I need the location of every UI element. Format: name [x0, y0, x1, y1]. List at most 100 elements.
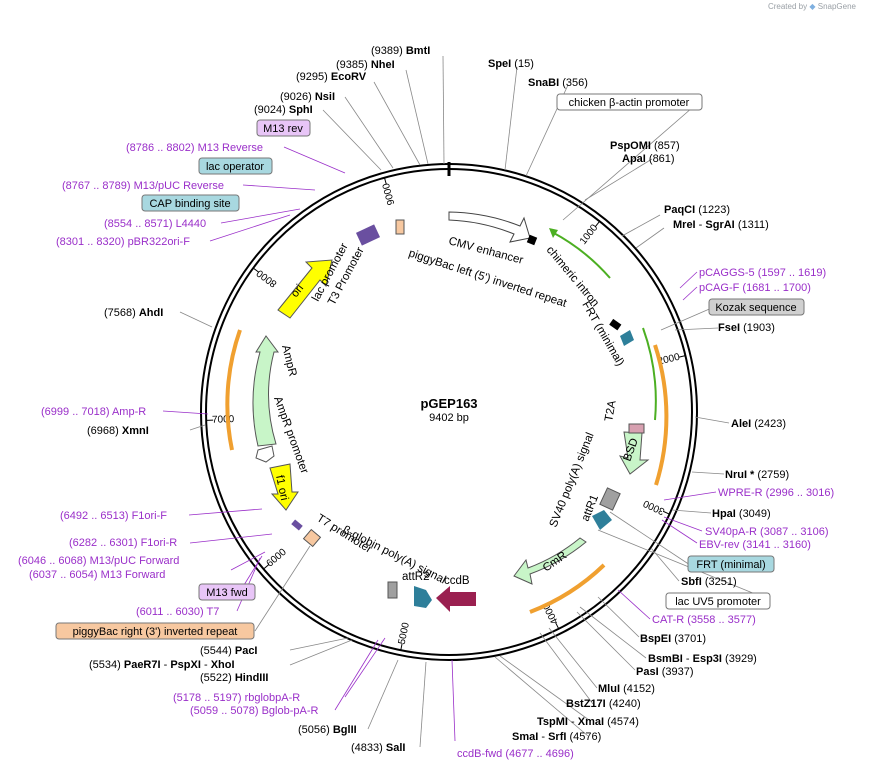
primer-label: M13/pUC Forward — [90, 555, 180, 567]
site-name: XmaI — [578, 716, 604, 728]
chicken-actin-box: chicken β-actin promoter — [556, 93, 703, 111]
primer-label: CAT-R — [652, 614, 684, 626]
tick-label: 5000 — [397, 621, 412, 645]
orange-arc-right — [653, 344, 669, 486]
site-name: MluI — [598, 683, 620, 695]
svg-text:(4833) SalI: (4833) SalI — [351, 742, 405, 754]
svg-text:FseI (1903): FseI (1903) — [718, 322, 775, 334]
primer-label: pBR322ori-F — [128, 236, 191, 248]
tick-label: 6000 — [265, 546, 289, 569]
tick-mark — [252, 267, 260, 273]
svg-text:ccdB-fwd (4677 .. 4696): ccdB-fwd (4677 .. 4696) — [457, 748, 574, 760]
lac-uv5-box: lac UV5 promoter — [665, 592, 771, 610]
attr2-arrow — [414, 586, 432, 608]
site-name: PasI — [636, 666, 659, 678]
tick-mark — [400, 643, 403, 651]
frt-block — [609, 318, 622, 331]
svg-text:WPRE-R (2996 .. 3016): WPRE-R (2996 .. 3016) — [718, 487, 834, 499]
ampr-arrow — [252, 335, 279, 447]
primer-label: EBV-rev — [699, 539, 740, 551]
svg-text:SnaBI (356): SnaBI (356) — [528, 77, 588, 89]
svg-text:(8767 .. 8789) M13/pUC Revers: (8767 .. 8789) M13/pUC Reverse — [62, 180, 224, 192]
ampr-label: AmpR — [279, 344, 298, 378]
svg-text:(6999 .. 7018) Amp-R: (6999 .. 7018) Amp-R — [41, 406, 146, 418]
site-pos: (3929) — [725, 653, 757, 665]
box-label: FRT (minimal) — [696, 559, 765, 571]
site-pos: (4574) — [607, 716, 639, 728]
site-name: NruI * — [725, 469, 755, 481]
svg-text:PaqCI (1223): PaqCI (1223) — [664, 204, 730, 216]
site-pos: (4833) — [351, 742, 383, 754]
site-pos: (9385) — [336, 59, 368, 71]
svg-text:MreI - SgrAI (1311): MreI - SgrAI (1311) — [673, 219, 769, 231]
green-promoter-arc — [642, 327, 657, 421]
svg-text:SpeI (15): SpeI (15) — [488, 58, 534, 70]
site-pos: (7568) — [104, 307, 136, 319]
piggybac-left-block — [395, 219, 405, 235]
site-labels: (9389) BmtI (9385) NheI (9295) EcoRV (90… — [87, 45, 789, 754]
site-name: ApaI — [622, 153, 646, 165]
site-name: FseI — [718, 322, 740, 334]
svg-text:SbfI (3251): SbfI (3251) — [681, 576, 737, 588]
site-name: PspOMI — [610, 140, 651, 152]
primer-label: pCAG-F — [699, 282, 740, 294]
primer-leader-lines — [162, 146, 717, 742]
site-pos: (1903) — [743, 322, 775, 334]
primer-range: (6046 .. 6068) — [18, 555, 87, 567]
primer-label: L4440 — [176, 218, 207, 230]
site-name: BspEI — [640, 633, 671, 645]
svg-text:(7568) AhdI: (7568) AhdI — [104, 307, 163, 319]
cap-binding-box: CAP binding site — [141, 194, 240, 212]
primer-range: (4677 .. 4696) — [505, 748, 574, 760]
primer-range: (3558 .. 3577) — [687, 614, 756, 626]
site-pos: (5544) — [200, 645, 232, 657]
svg-text:(9385) NheI: (9385) NheI — [336, 59, 395, 71]
box-label: M13 rev — [263, 123, 303, 135]
site-name: XmnI — [122, 425, 149, 437]
tick-mark — [263, 564, 270, 570]
f1-ori-arrow — [269, 463, 299, 511]
svg-text:(6037 .. 6054) M13 Forward: (6037 .. 6054) M13 Forward — [29, 569, 165, 581]
primer-range: (2996 .. 3016) — [766, 487, 835, 499]
bsd-arrow — [619, 431, 650, 475]
m13-fwd-box: M13 fwd — [198, 583, 256, 601]
primer-range: (1597 .. 1619) — [758, 267, 827, 279]
cmv-end-block — [526, 234, 538, 246]
svg-text:(9295) EcoRV: (9295) EcoRV — [296, 71, 367, 83]
site-name: PspXI — [170, 659, 201, 671]
frt-minimal-label: FRT (minimal) — [579, 300, 626, 369]
svg-text:(5544) PacI: (5544) PacI — [200, 645, 258, 657]
tick-mark — [662, 510, 670, 515]
svg-text:PasI (3937): PasI (3937) — [636, 666, 694, 678]
primer-range: (6037 .. 6054) — [29, 569, 98, 581]
site-name: AleI — [731, 418, 751, 430]
svg-text:(9024) SphI: (9024) SphI — [254, 104, 313, 116]
primer-label: Amp-R — [112, 406, 146, 418]
primer-range: (6011 .. 6030) — [136, 606, 204, 618]
credit-brand: SnapGene — [817, 2, 856, 11]
site-pos: (15) — [514, 58, 534, 70]
primer-label: F1ori-F — [132, 510, 168, 522]
snapgene-credit: Created by ◆ SnapGene — [768, 2, 856, 11]
svg-text:(5178 .. 5197) rbglobpA-R: (5178 .. 5197) rbglobpA-R — [173, 692, 300, 704]
svg-text:HpaI (3049): HpaI (3049) — [712, 508, 771, 520]
site-pos: (5534) — [89, 659, 121, 671]
site-pos: (2423) — [754, 418, 786, 430]
box-label: piggyBac right (3') inverted repeat — [73, 626, 238, 638]
site-pos: (1223) — [698, 204, 730, 216]
orange-arc-bottom — [529, 563, 606, 614]
site-pos: (9026) — [280, 91, 312, 103]
box-label: lac operator — [206, 161, 264, 173]
primer-range: (6492 .. 6513) — [60, 510, 129, 522]
svg-text:(6011 .. 6030) T7: (6011 .. 6030) T7 — [136, 606, 219, 618]
box-label: lac UV5 promoter — [675, 596, 761, 608]
site-name: Esp3I — [693, 653, 722, 665]
site-name: EcoRV — [331, 71, 367, 83]
primer-label: M13 Reverse — [198, 142, 263, 154]
site-pos: (857) — [654, 140, 680, 152]
site-sep: - — [683, 653, 693, 665]
site-name: SrfI — [548, 731, 566, 743]
site-name: BmtI — [406, 45, 430, 57]
credit-text: Created by — [767, 2, 808, 11]
box-label: Kozak sequence — [715, 302, 796, 314]
